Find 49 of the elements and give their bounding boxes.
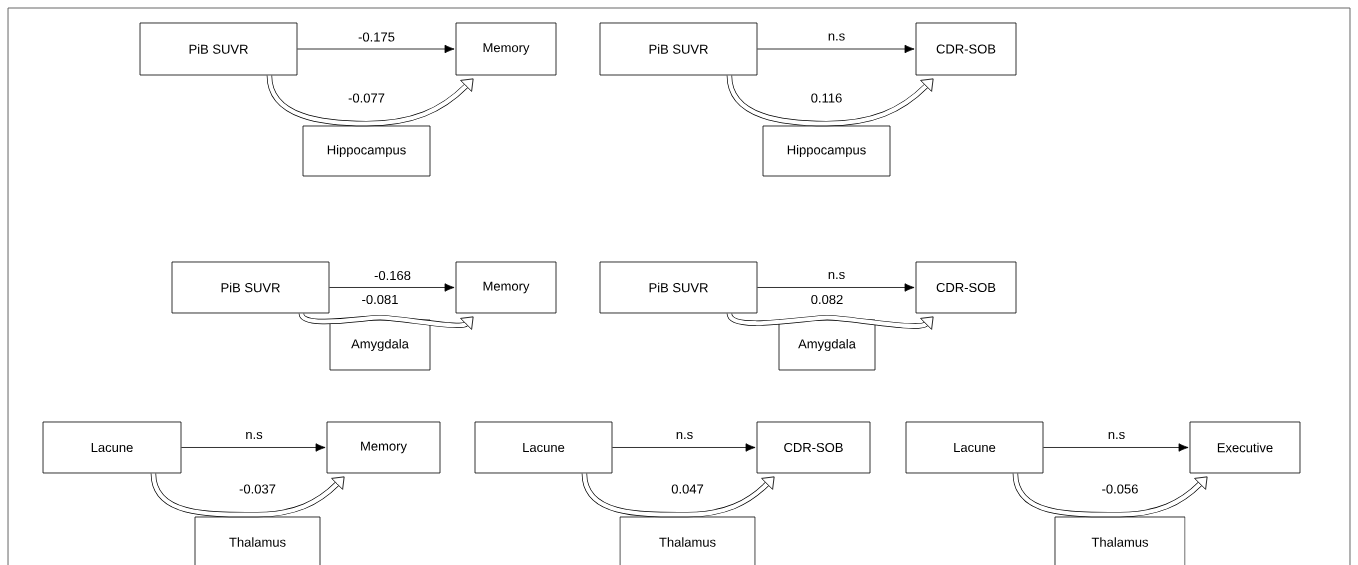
indirect-arrow [266, 75, 474, 127]
edge-label: -0.081 [362, 294, 398, 305]
variable-box: CDR-SOB [915, 261, 1017, 314]
arrow [1043, 443, 1189, 452]
variable-box: Memory [455, 22, 557, 76]
indirect-arrow [150, 473, 345, 518]
variable-box: Thalamus [194, 516, 321, 565]
variable-box: CDR-SOB [915, 22, 1017, 76]
indirect-arrow [1012, 473, 1208, 518]
edge-label: -0.175 [358, 32, 395, 42]
edge-label: 0.047 [671, 484, 704, 494]
indirect-arrow [726, 75, 934, 127]
edge-label: n.s [1108, 431, 1125, 440]
variable-box: Memory [455, 261, 557, 314]
edge-label: 0.082 [811, 294, 843, 305]
indirect-arrow [726, 312, 934, 330]
variable-box: Hippocampus [302, 125, 431, 177]
variable-box: CDR-SOB [756, 421, 871, 474]
variable-box: Executive [1189, 421, 1301, 474]
variable-box: PiB SUVR [139, 22, 298, 76]
edge-label: n.s [676, 431, 693, 440]
variable-box: Memory [326, 421, 441, 474]
arrow [757, 283, 915, 292]
variable-box: PiB SUVR [599, 22, 758, 76]
arrow [181, 443, 326, 452]
variable-box: Thalamus [1054, 516, 1186, 565]
edge-label: -0.077 [348, 93, 385, 103]
edge-label: n.s [828, 33, 845, 41]
variable-box: Lacune [474, 421, 613, 474]
edge-label: -0.037 [239, 484, 276, 494]
edge-label: -0.168 [374, 270, 411, 281]
variable-box: Amygdala [778, 319, 876, 371]
variable-box: Thalamus [619, 516, 756, 565]
indirect-arrow [298, 312, 474, 330]
edge-label: -0.056 [1102, 484, 1138, 494]
variable-box: PiB SUVR [171, 261, 330, 314]
variable-box: PiB SUVR [599, 261, 758, 314]
edge-label: 0.116 [811, 93, 842, 103]
indirect-arrow [581, 473, 775, 518]
variable-box: Lacune [42, 421, 182, 474]
variable-box: Hippocampus [762, 125, 891, 177]
arrow [329, 283, 455, 292]
edge-label: n.s [246, 431, 263, 440]
arrow [757, 44, 915, 54]
arrow [612, 443, 756, 452]
variable-box: Amygdala [329, 319, 431, 371]
edge-label: n.s [828, 271, 845, 280]
arrow [297, 44, 455, 54]
variable-box: Lacune [905, 421, 1044, 474]
